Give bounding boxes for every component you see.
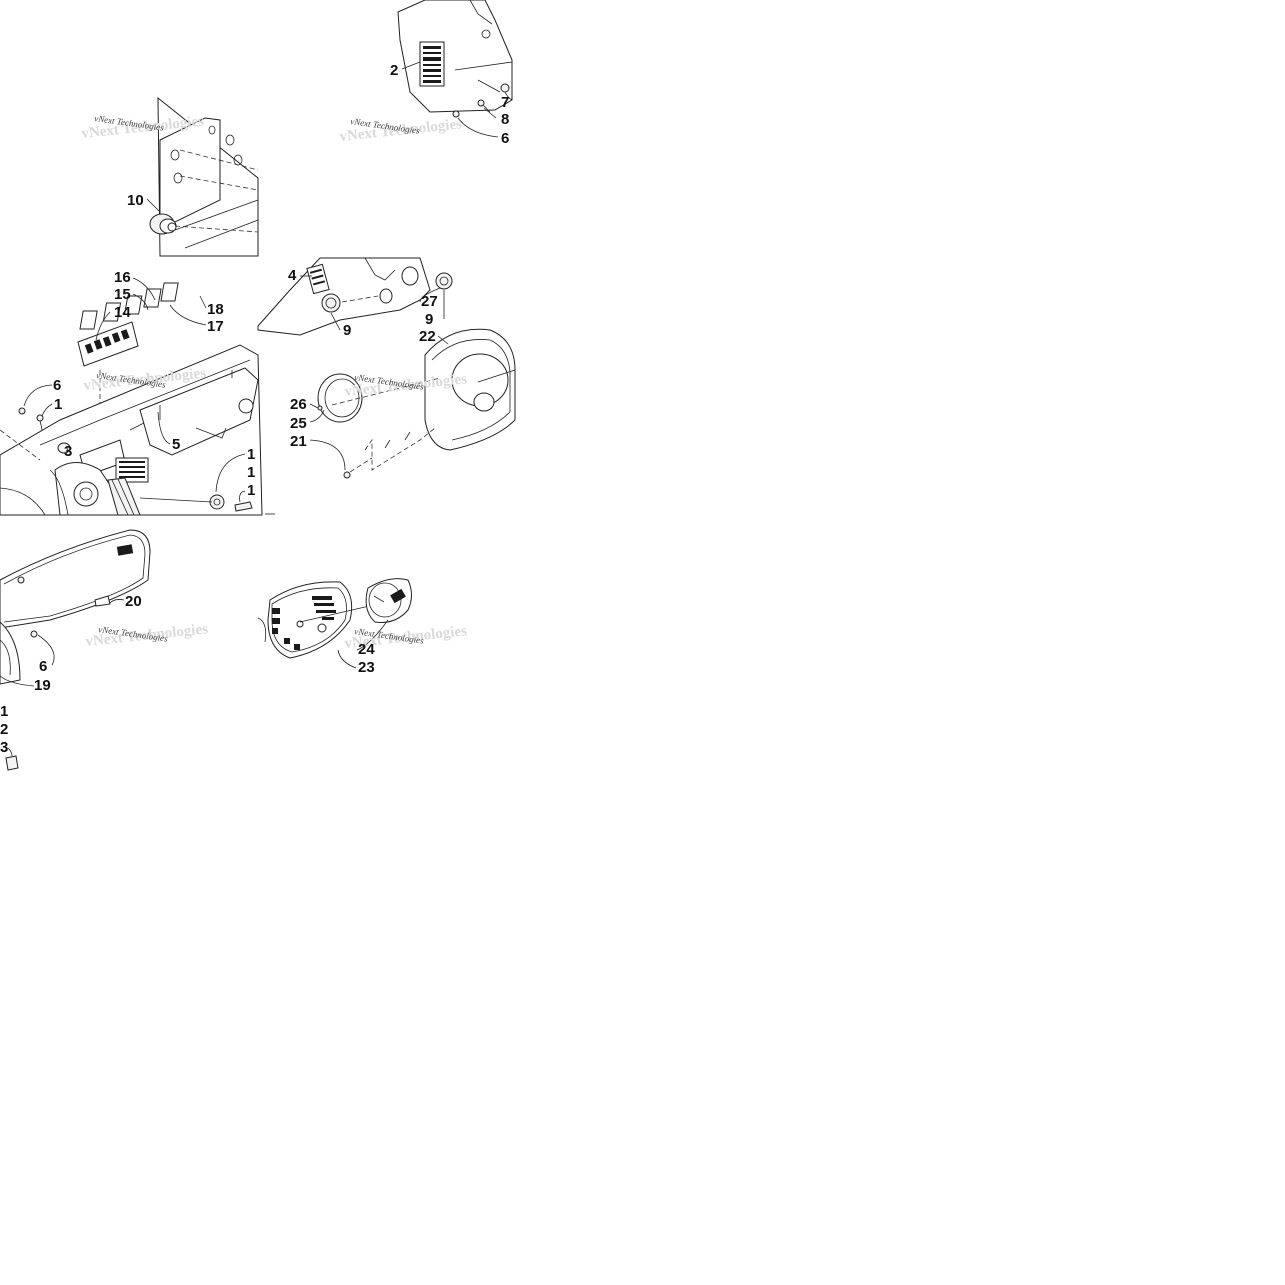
panel-3-dash-assembly — [0, 277, 275, 516]
callout-9: 9 — [425, 311, 433, 328]
panel-6-gauge-face — [257, 578, 412, 669]
indicator-lights — [272, 596, 336, 650]
callout-9: 9 — [343, 322, 351, 339]
callout-4: 4 — [288, 267, 297, 284]
panel-5-cover — [0, 529, 151, 771]
knob-icon — [435, 272, 453, 290]
switch-icon — [149, 213, 177, 235]
callouts: 10 2 7 8 6 16 15 14 18 17 6 1 3 5 1 1 1 … — [0, 62, 509, 756]
retaining-ring — [317, 373, 363, 423]
callout-10: 10 — [127, 192, 144, 209]
callout-21: 21 — [290, 433, 307, 450]
callout-22: 22 — [419, 328, 436, 345]
screw-icon — [343, 471, 351, 479]
callout-23: 23 — [358, 659, 375, 676]
callout-1: 1 — [0, 703, 8, 720]
watermark-5: vNext Technologies vNext Technologies — [85, 621, 209, 650]
callout-24: 24 — [358, 641, 375, 658]
panel-4-gauge-housing — [257, 257, 516, 479]
callout-20: 20 — [125, 593, 142, 610]
callout-3: 3 — [64, 443, 72, 460]
callout-8: 8 — [501, 111, 509, 128]
callout-2: 2 — [0, 721, 8, 738]
callout-5: 5 — [172, 436, 180, 453]
speedometer-icon — [365, 578, 412, 623]
callout-25: 25 — [290, 415, 307, 432]
grommet-icon — [209, 494, 225, 510]
callout-6: 6 — [501, 130, 509, 147]
panel-2-side-cover — [397, 0, 513, 138]
screw-icon — [18, 407, 44, 431]
callout-14: 14 — [114, 304, 131, 321]
knob-icon — [5, 755, 19, 771]
callout-17: 17 — [207, 318, 224, 335]
callout-26: 26 — [290, 396, 307, 413]
callout-6: 6 — [39, 658, 47, 675]
callout-3: 3 — [0, 739, 8, 756]
callout-15: 15 — [114, 286, 131, 303]
callout-2: 2 — [390, 62, 398, 79]
side-cover — [397, 0, 513, 113]
callout-6: 6 — [53, 377, 61, 394]
switch-caps — [79, 282, 179, 330]
callout-1: 1 — [247, 446, 255, 463]
switch-bank — [77, 321, 139, 367]
screw-icon — [30, 630, 38, 638]
callout-1: 1 — [247, 464, 255, 481]
callout-27: 27 — [421, 293, 438, 310]
watermark-2: vNext Technologies vNext Technologies — [339, 116, 463, 145]
callout-1: 1 — [247, 482, 255, 499]
callout-19: 19 — [34, 677, 51, 694]
callout-16: 16 — [114, 269, 131, 286]
dash-cover — [0, 529, 151, 629]
callout-7: 7 — [501, 94, 509, 111]
callout-1: 1 — [54, 396, 62, 413]
grommet-icon — [321, 293, 341, 313]
callout-18: 18 — [207, 301, 224, 318]
panel-1-bracket — [146, 96, 259, 257]
bolt-icon — [234, 501, 253, 512]
